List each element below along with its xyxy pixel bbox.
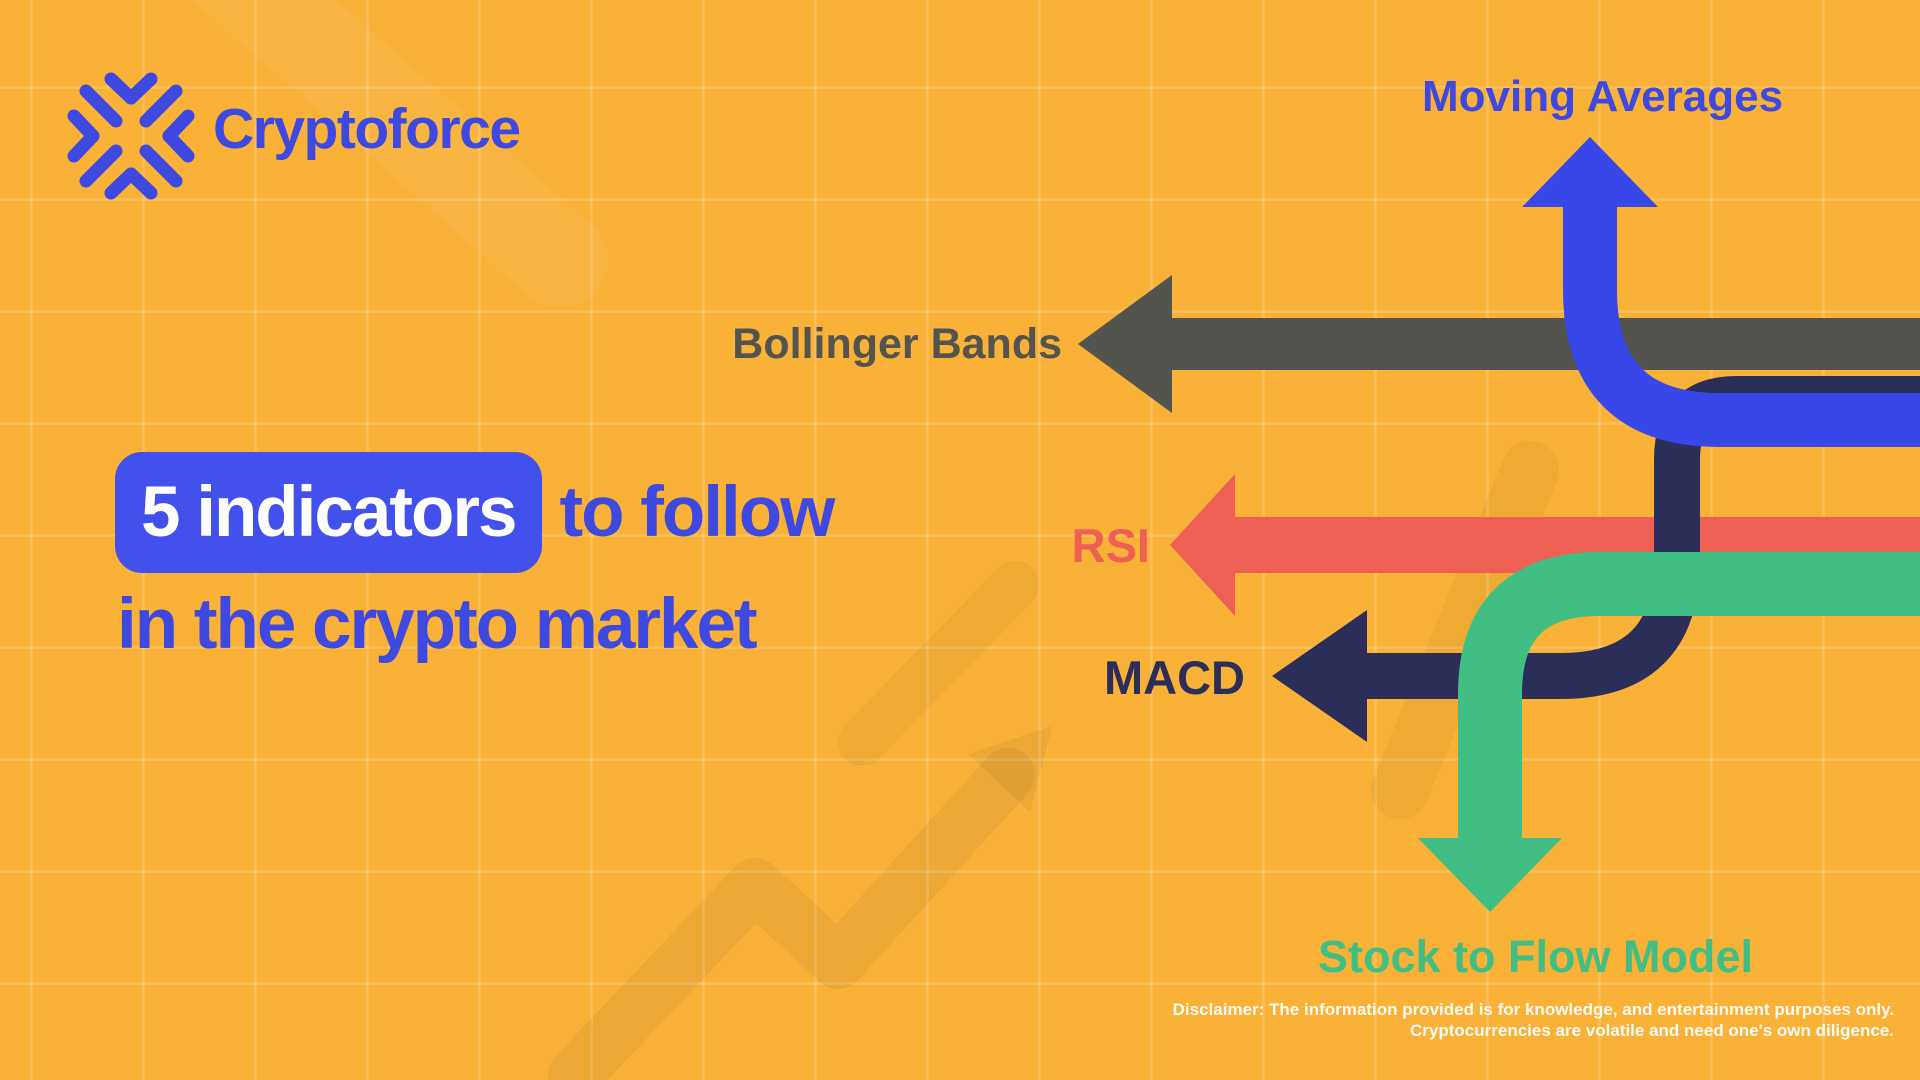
moving-averages-arrow [1522,137,1920,447]
macd-label: MACD [1104,651,1245,704]
stock-to-flow-label: Stock to Flow Model [1318,931,1753,982]
watermark-diagonal-icon [193,0,608,308]
watermark-trendline-arrowhead-icon [968,726,1052,812]
cryptoforce-logo-icon [67,72,195,200]
watermark-trendline-icon [548,748,1035,1080]
macd-arrowhead-icon [1272,610,1367,742]
headline-line2: in the crypto market [117,585,758,664]
stock-to-flow-arrowhead-icon [1418,838,1562,912]
disclaimer-line2: Cryptocurrencies are volatile and need o… [1410,1021,1894,1040]
disclaimer-line1: Disclaimer: The information provided is … [1172,1000,1894,1019]
rsi-label: RSI [1071,519,1150,572]
headline-highlight-text: 5 indicators [141,473,518,552]
moving-averages-label: Moving Averages [1422,72,1784,121]
headline-highlight-box: 5 indicators [115,452,542,573]
bollinger-bands-arrow [1078,275,1920,413]
rsi-arrowhead-icon [1170,474,1235,616]
brand-name: Cryptoforce [213,97,521,161]
stock-to-flow-arrow [1418,552,1920,912]
bollinger-arrowhead-icon [1078,275,1172,413]
watermark-diagonal-3-icon [838,561,1039,766]
headline-suffix-text: to follow [559,473,836,552]
disclaimer: Disclaimer: The information provided is … [1173,999,1894,1041]
bollinger-bands-label: Bollinger Bands [732,320,1062,368]
moving-averages-arrowhead-icon [1522,137,1658,207]
headline-row: 5 indicators to follow [115,452,836,573]
rsi-arrow [1170,474,1920,616]
